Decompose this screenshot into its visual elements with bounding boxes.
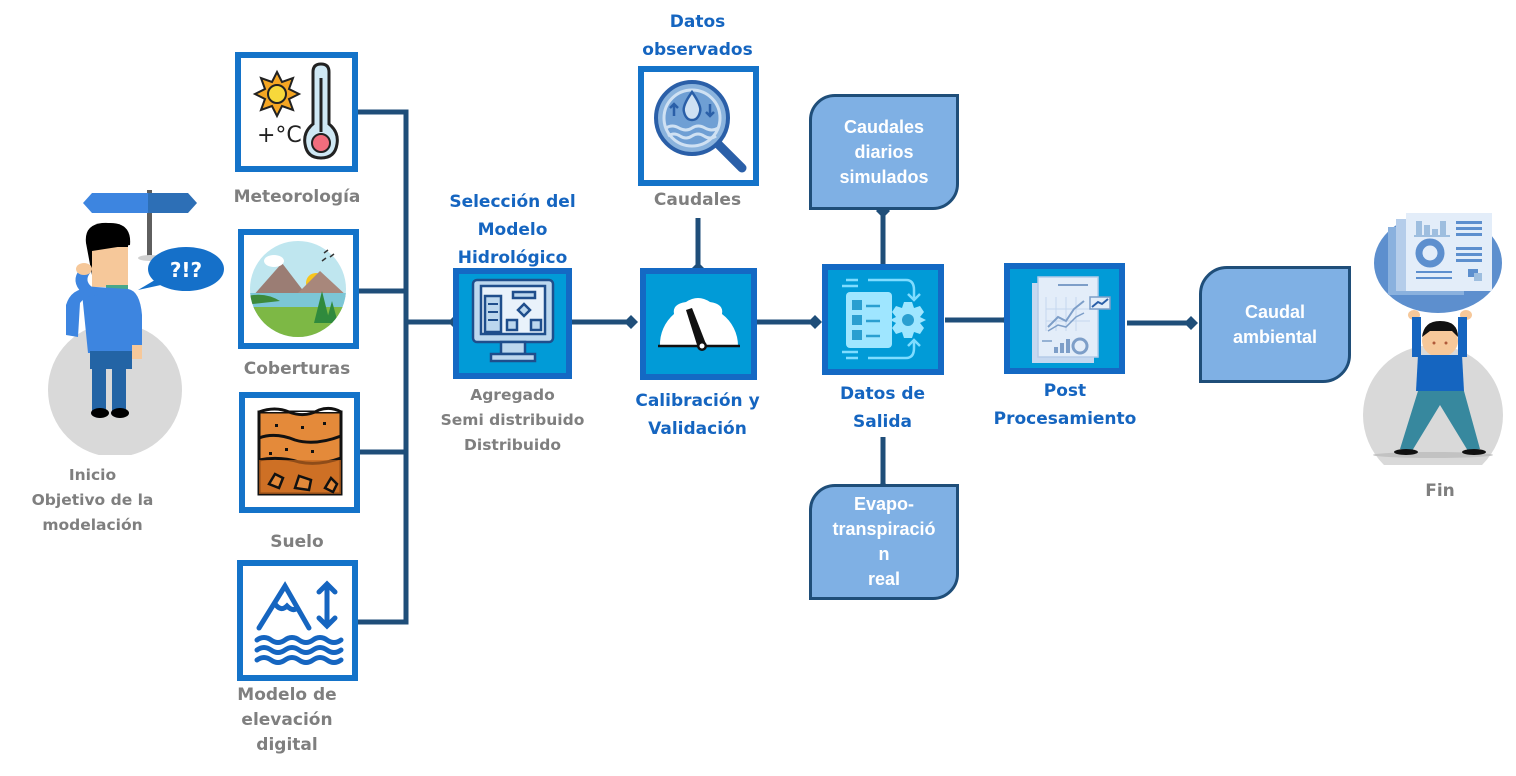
input-box-suelo[interactable] <box>239 392 360 513</box>
end-label: Fin <box>1425 481 1455 501</box>
sun-thermometer-icon: +°C <box>252 62 339 160</box>
output-evapotranspiracion-box[interactable]: Evapo- transpiració n real <box>809 484 959 600</box>
title-line: Post <box>1043 381 1087 401</box>
model-option: Semi distribuido <box>440 411 585 429</box>
person-holding-report-icon <box>1363 213 1503 465</box>
end-person-illustration <box>1360 205 1516 465</box>
connector-meteorologia <box>357 109 409 625</box>
start-label: Inicio Objetivo de la modelación <box>20 463 165 538</box>
start-label-line: Inicio <box>68 466 117 484</box>
observed-box[interactable] <box>638 66 759 186</box>
dem-label-line: digital <box>256 735 318 755</box>
gauge-icon <box>658 298 740 351</box>
dem-label-line: Modelo de <box>237 685 337 705</box>
model-option: Agregado <box>470 386 555 404</box>
title-line: observados <box>642 40 753 60</box>
input-label-suelo: Suelo <box>270 532 324 552</box>
post-processing-title: Post Procesamiento <box>985 377 1145 433</box>
title-line: Salida <box>852 412 912 432</box>
title-line: Datos <box>669 12 726 32</box>
output-caudales-diarios-box[interactable]: Caudales diarios simulados <box>809 94 959 210</box>
title-line: Calibración y <box>635 391 760 411</box>
model-selection-title: Selección del Modelo Hidrológico <box>430 188 595 272</box>
arrow-diamond <box>624 315 638 329</box>
title-line: Hidrológico <box>457 248 568 268</box>
calibration-title: Calibración y Validación <box>620 387 775 443</box>
elevation-water-icon <box>254 580 344 665</box>
dem-label-line: elevación <box>241 710 333 730</box>
input-label-dem: Modelo de elevación digital <box>212 683 362 758</box>
input-label-meteorologia: Meteorología <box>233 187 361 207</box>
output-data-title: Datos de Salida <box>805 380 960 436</box>
input-label-coberturas: Coberturas <box>243 359 351 379</box>
model-option: Distribuido <box>464 436 561 454</box>
input-box-dem[interactable] <box>237 560 358 681</box>
arrow-diamond <box>808 315 822 329</box>
post-processing-box[interactable] <box>1004 263 1125 374</box>
soil-layers-icon <box>257 406 343 496</box>
observed-label: Caudales <box>653 190 742 210</box>
input-box-coberturas[interactable] <box>238 229 359 349</box>
title-line: Datos de <box>839 384 926 404</box>
observed-title: Datos observados <box>620 8 775 64</box>
title-line: Selección del <box>449 192 576 212</box>
title-line: Modelo <box>477 220 548 240</box>
model-options: Agregado Semi distribuido Distribuido <box>430 383 595 458</box>
title-line: Validación <box>648 419 747 439</box>
calibration-box[interactable] <box>640 268 757 380</box>
report-charts-icon <box>1032 276 1111 363</box>
monitor-flowchart-icon <box>471 278 555 363</box>
output-data-box[interactable] <box>822 264 944 375</box>
start-label-line: modelación <box>42 516 143 534</box>
input-box-meteorologia[interactable]: +°C <box>235 52 358 172</box>
start-label-line: Objetivo de la <box>31 491 154 509</box>
water-magnifier-icon <box>654 80 747 173</box>
checklist-gear-icon <box>842 278 926 360</box>
landscape-icon <box>250 241 346 337</box>
start-person-illustration: ?!? <box>20 185 230 455</box>
title-line: Procesamiento <box>993 409 1137 429</box>
model-selection-box[interactable] <box>453 268 572 379</box>
arrow-diamond <box>1184 316 1198 330</box>
result-caudal-ambiental-box[interactable]: Caudal ambiental <box>1199 266 1351 383</box>
svg-text:+°C: +°C <box>257 123 302 148</box>
speech-bubble-text: ?!? <box>170 258 202 282</box>
